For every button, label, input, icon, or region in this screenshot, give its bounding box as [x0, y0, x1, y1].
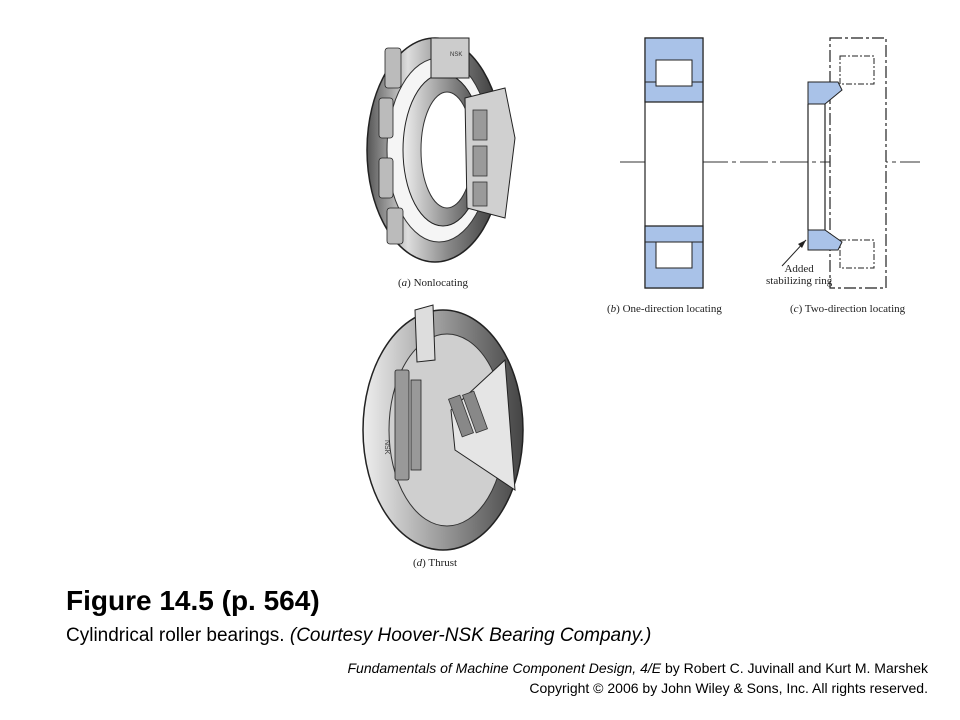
bearing-illustration-nonlocating: NSK: [366, 37, 516, 263]
caption-nonlocating: (a) Nonlocating: [398, 277, 468, 289]
callout-added-stabilizing-ring: Added stabilizing ring: [766, 263, 833, 287]
copyright-line: Copyright © 2006 by John Wiley & Sons, I…: [529, 680, 928, 696]
figure-subtitle: Cylindrical roller bearings. (Courtesy H…: [66, 625, 652, 646]
book-credit: Fundamentals of Machine Component Design…: [347, 660, 928, 676]
caption-one-direction: (b) One-direction locating: [607, 303, 722, 315]
nsk-marking-a: NSK: [450, 52, 462, 58]
bearing-illustration-thrust: NSK: [362, 304, 524, 551]
nsk-marking-d: NSK: [383, 440, 390, 455]
cross-section-one-direction: [620, 37, 920, 289]
bearing-b: [644, 37, 704, 289]
bearing-c: [807, 37, 887, 289]
caption-two-direction: (c) Two-direction locating: [790, 303, 906, 315]
figure-title: Figure 14.5 (p. 564): [66, 585, 320, 616]
caption-thrust: (d) Thrust: [413, 557, 458, 569]
